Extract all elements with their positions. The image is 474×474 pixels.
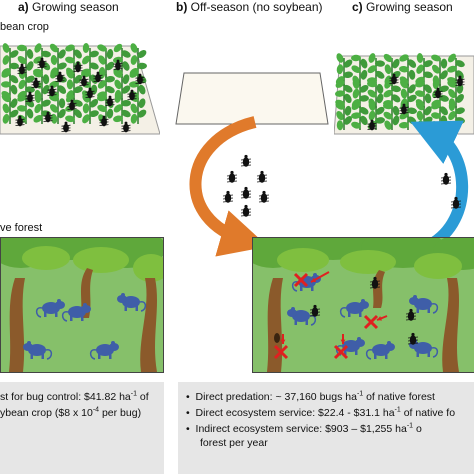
stink-bug-icon — [440, 172, 452, 185]
native-forest-c — [252, 237, 474, 373]
stink-bug-icon — [25, 91, 35, 103]
stink-bug-icon — [240, 204, 252, 217]
right-service-box: • Direct predation: ~ 37,160 bugs ha-1 o… — [178, 382, 474, 474]
stink-bug-icon — [407, 332, 419, 345]
stink-bug-icon — [15, 115, 25, 127]
soybean-crop-c — [334, 50, 474, 140]
stink-bug-icon — [79, 75, 89, 87]
native-forest-a — [0, 237, 164, 373]
opossum-icon — [365, 341, 395, 360]
left-cost-box: st for bug control: $41.82 ha-1 of ybean… — [0, 382, 164, 474]
stink-bug-icon — [455, 75, 465, 87]
stink-bug-icon — [222, 190, 234, 203]
stink-bug-icon — [389, 73, 399, 85]
opossum-icon — [61, 303, 91, 322]
stink-bug-icon — [113, 59, 123, 71]
red-arrow-icon — [280, 334, 286, 344]
stink-bug-icon — [405, 308, 417, 321]
opossum-icon — [89, 341, 119, 360]
stink-bug-icon — [105, 95, 115, 107]
left-line-1: st for bug control: $41.82 ha-1 of — [0, 390, 149, 404]
orange-arrow — [189, 116, 269, 257]
panel-a-title: a) Growing season — [18, 0, 119, 14]
opossum-icon — [117, 293, 147, 312]
predation-cross-icon — [363, 314, 379, 330]
stink-bug-icon — [240, 186, 252, 199]
stink-bug-icon — [226, 170, 238, 183]
stink-bug-icon — [240, 154, 252, 167]
stink-bug-icon — [256, 170, 268, 183]
opossum-icon — [335, 337, 365, 356]
stink-bug-icon — [93, 71, 103, 83]
empty-field-b — [172, 68, 332, 128]
migration-arrows — [0, 100, 474, 260]
stink-bug-icon — [31, 77, 41, 89]
stink-bug-icon — [450, 196, 462, 209]
stink-bug-icon — [55, 71, 65, 83]
stink-bug-icon — [369, 276, 381, 289]
opossum-icon — [409, 295, 439, 314]
stink-bug-icon — [61, 121, 71, 133]
stink-bug-icon — [135, 73, 145, 85]
opossum-icon — [35, 299, 65, 318]
panel-c-title: c) Growing season — [352, 0, 453, 14]
stink-bug-icon — [85, 87, 95, 99]
red-arrow-icon — [310, 271, 330, 283]
forest-label: ve forest — [0, 222, 43, 234]
opossum-icon — [23, 341, 53, 360]
predation-cross-icon — [273, 344, 289, 360]
stink-bug-icon — [73, 61, 83, 73]
stink-bug-icon — [433, 87, 443, 99]
right-bullet-3: • Indirect ecosystem service: $903 – $1,… — [186, 422, 422, 436]
stink-bug-icon — [127, 89, 137, 101]
right-bullet-2: • Direct ecosystem service: $22.4 - $31.… — [186, 406, 456, 420]
stink-bug-icon — [37, 57, 47, 69]
blue-arrow — [410, 120, 469, 251]
predation-cross-icon — [333, 344, 349, 360]
left-line-2: ybean crop ($8 x 10-4 per bug) — [0, 406, 142, 420]
stink-bug-icon — [121, 121, 131, 133]
opossum-icon — [339, 299, 369, 318]
red-arrow-icon — [376, 315, 388, 321]
stink-bug-icon — [309, 304, 321, 317]
stink-bug-icon — [17, 63, 27, 75]
stink-bug-icon — [399, 103, 409, 115]
panel-b-title: b) Off-season (no soybean) — [176, 0, 323, 14]
right-bullet-3-cont: forest per year — [200, 437, 268, 449]
stink-bug-icon — [258, 190, 270, 203]
crop-label: bean crop — [0, 21, 49, 33]
soybean-crop-a — [0, 38, 160, 138]
red-arrow-icon — [340, 334, 346, 344]
predation-cross-icon — [293, 272, 309, 288]
stink-bug-icon — [47, 85, 57, 97]
stink-bug-icon — [99, 115, 109, 127]
right-bullet-1: • Direct predation: ~ 37,160 bugs ha-1 o… — [186, 390, 435, 404]
stink-bug-icon — [67, 99, 77, 111]
stink-bug-icon — [43, 111, 53, 123]
stink-bug-icon — [367, 119, 377, 131]
